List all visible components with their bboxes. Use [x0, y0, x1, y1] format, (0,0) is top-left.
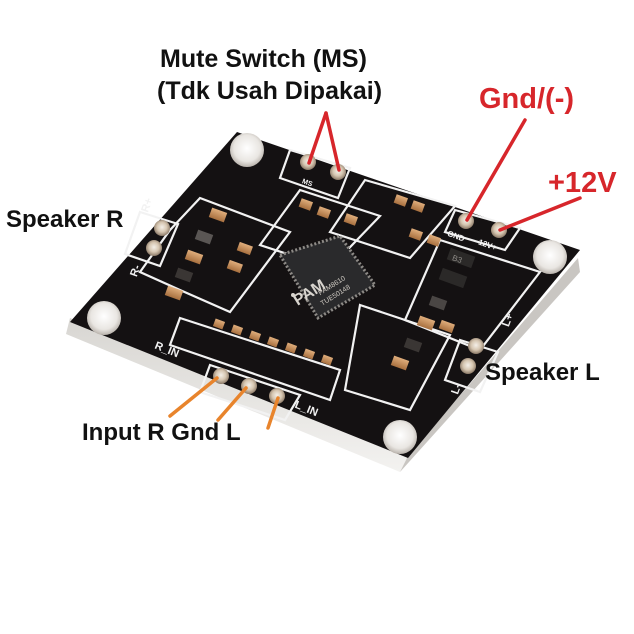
silk-ms: MS	[301, 178, 314, 188]
mounting-hole-left	[87, 301, 121, 335]
arrow-input-l	[266, 396, 280, 430]
diode-code: B3	[451, 253, 464, 265]
silk-r-plus: R+	[139, 196, 155, 214]
pad-r-minus	[146, 240, 162, 256]
silk-l-plus: L+	[500, 312, 516, 328]
smd-components: B3	[164, 194, 476, 371]
pad-r-in	[213, 368, 229, 384]
arrow-gnd	[465, 118, 527, 222]
pad-l-minus	[460, 358, 476, 374]
board-edge	[66, 318, 408, 472]
annotation-arrows	[168, 111, 582, 430]
arrow-12v	[498, 196, 582, 232]
pads	[146, 154, 507, 404]
mounting-hole-right	[533, 240, 567, 274]
board-edge-right	[400, 258, 580, 472]
pad-l-plus	[468, 338, 484, 354]
arrow-mute-2	[324, 111, 341, 172]
input-label: Input R Gnd L	[82, 419, 241, 446]
speaker-l-label: Speaker L	[485, 359, 600, 386]
mute-switch-note: (Tdk Usah Dipakai)	[157, 77, 383, 105]
pad-ms-2	[330, 164, 346, 180]
arrow-input-r	[168, 376, 219, 418]
pad-r-plus	[154, 220, 170, 236]
gnd-label: Gnd/(-)	[479, 83, 575, 115]
arrow-input-gnd	[216, 386, 248, 422]
speaker-r-label: Speaker R	[6, 206, 124, 233]
mounting-hole-top-left	[230, 133, 264, 167]
silk-r-minus: R-	[128, 263, 143, 278]
pad-l-in	[269, 388, 285, 404]
mute-switch-label: Mute Switch (MS)	[160, 45, 367, 73]
mounting-hole-bottom	[383, 420, 417, 454]
arrow-mute-1	[307, 111, 328, 165]
silk-l-minus: L-	[449, 382, 464, 396]
pam8610-chip: PAM PAM8610 TUE50148	[277, 234, 378, 321]
power-12v-label: +12V	[548, 167, 617, 199]
